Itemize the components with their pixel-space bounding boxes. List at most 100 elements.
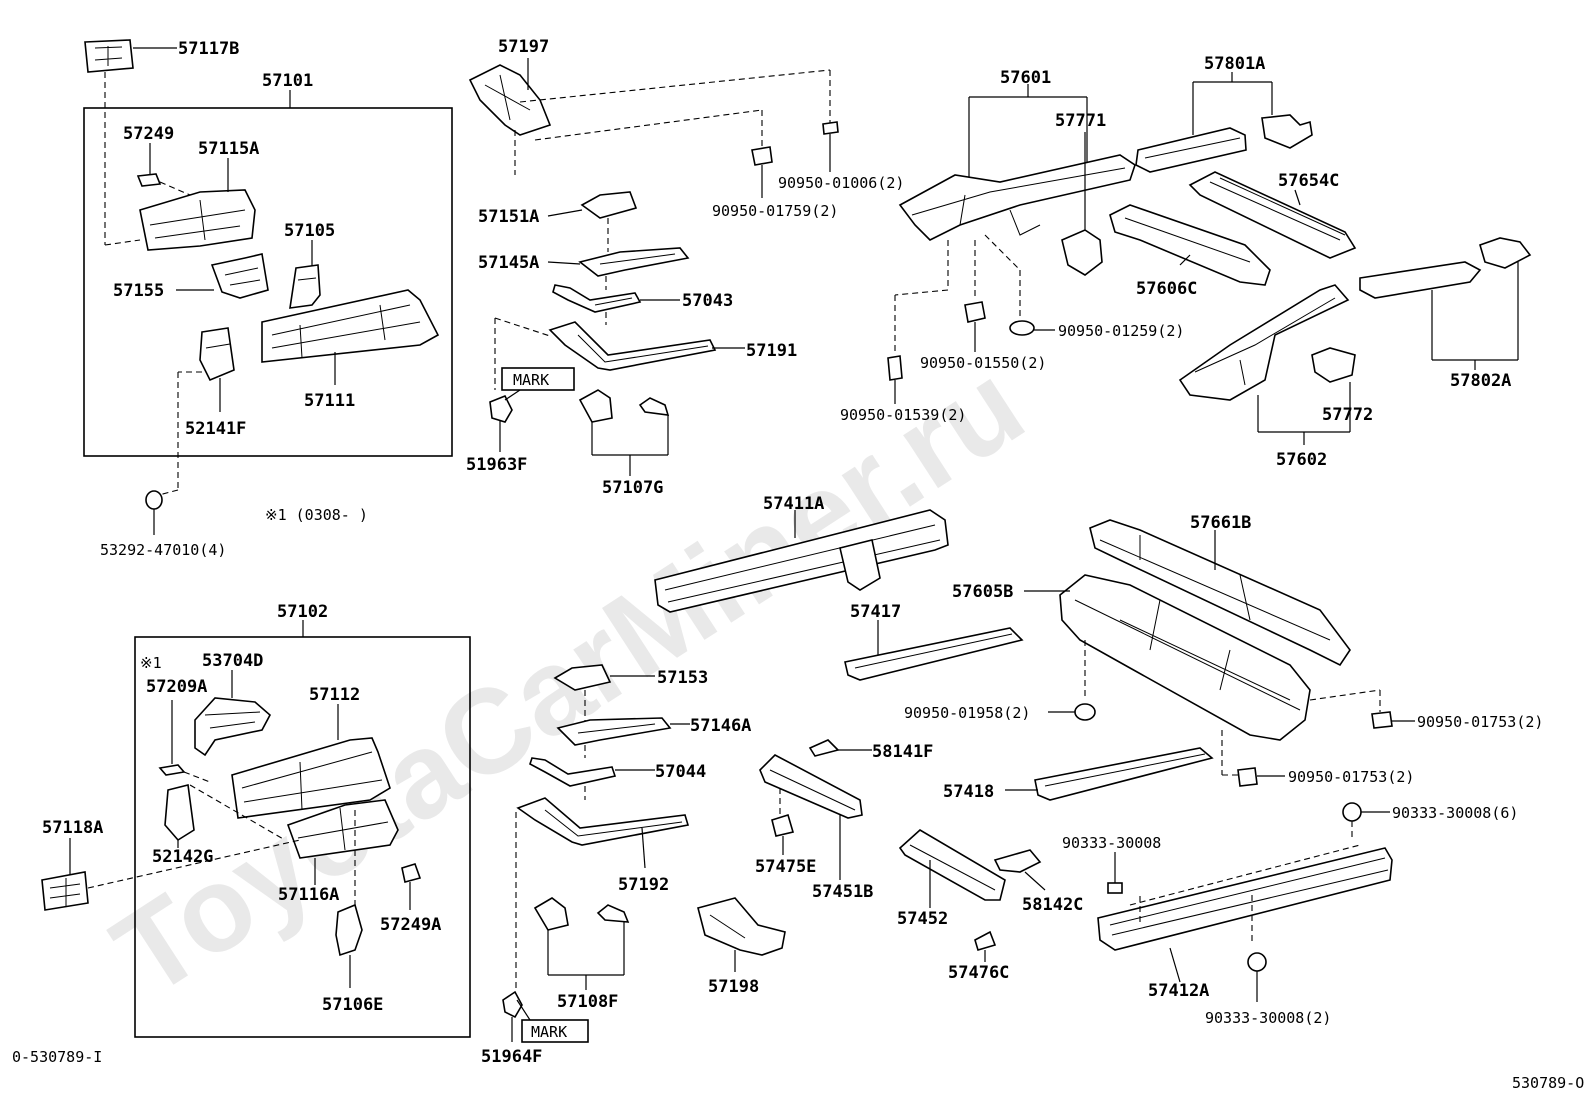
part-57191: [548, 321, 717, 371]
label-90950-01006: 90950-01006(2): [778, 174, 904, 192]
label-57602: 57602: [1276, 450, 1327, 470]
mark-label-2: MARK: [531, 1023, 567, 1041]
label-57771: 57771: [1055, 111, 1106, 131]
label-57107G: 57107G: [602, 478, 663, 498]
label-51963F: 51963F: [466, 455, 527, 475]
label-57118A: 57118A: [42, 818, 103, 838]
label-57115A: 57115A: [198, 139, 259, 159]
part-57417: [844, 627, 1024, 681]
label-90950-01958: 90950-01958(2): [904, 704, 1030, 722]
label-57601: 57601: [1000, 68, 1051, 88]
part-57118A: [41, 871, 89, 911]
part-57106E: [335, 903, 363, 957]
label-57043: 57043: [682, 291, 733, 311]
part-57412A: [1097, 847, 1393, 951]
label-51964F: 51964F: [481, 1047, 542, 1067]
footer-left: 0-530789-I: [12, 1048, 102, 1066]
label-57044: 57044: [655, 762, 706, 782]
label-57198: 57198: [708, 977, 759, 997]
part-57108F-a: [533, 897, 569, 931]
part-57112: [231, 737, 391, 819]
part-57197: [468, 64, 552, 136]
part-51964F: [502, 990, 523, 1019]
part-90950-01006: [822, 121, 839, 135]
label-57476C: 57476C: [948, 963, 1009, 983]
label-57117B: 57117B: [178, 39, 239, 59]
part-57606C: [1109, 204, 1271, 286]
part-90333-30008-c: [1247, 952, 1267, 972]
part-57151A: [580, 191, 638, 219]
part-90950-01753-b: [1237, 767, 1258, 787]
label-57155: 57155: [113, 281, 164, 301]
label-57249: 57249: [123, 124, 174, 144]
label-57605B: 57605B: [952, 582, 1013, 602]
label-57146A: 57146A: [690, 716, 751, 736]
label-57801A: 57801A: [1204, 54, 1265, 74]
part-58141F: [808, 739, 840, 757]
label-57108F: 57108F: [557, 992, 618, 1012]
part-57802A-b: [1479, 237, 1532, 269]
part-57411A: [654, 509, 949, 613]
part-57153: [553, 664, 612, 691]
note-date: ※1 (0308- ): [265, 506, 368, 524]
label-57661B: 57661B: [1190, 513, 1251, 533]
part-labels: 57117B 57101 57249 57115A 57105 57155 57…: [42, 37, 1543, 1067]
label-57411A: 57411A: [763, 494, 824, 514]
part-57418: [1034, 747, 1214, 801]
part-90950-01259: [1009, 320, 1035, 336]
label-58141F: 58141F: [872, 742, 933, 762]
part-57476C: [974, 930, 997, 951]
part-58142C: [993, 849, 1042, 873]
label-57106E: 57106E: [322, 995, 383, 1015]
part-57451B: [759, 754, 863, 819]
part-90950-01958: [1074, 703, 1096, 721]
part-57475E: [771, 813, 795, 837]
part-57192: [516, 797, 690, 846]
part-57116A: [286, 799, 399, 859]
label-90950-01759: 90950-01759(2): [712, 202, 838, 220]
part-57654C: [1188, 171, 1357, 259]
part-53292: [145, 490, 163, 510]
footer-right: 530789-O: [1512, 1074, 1584, 1092]
part-90333-30008-a: [1342, 802, 1362, 822]
part-57145A: [578, 247, 690, 277]
part-57661B: [1089, 519, 1351, 667]
part-57155: [210, 253, 269, 299]
label-57772: 57772: [1322, 405, 1373, 425]
group-box-57101: [83, 107, 453, 457]
label-90950-01259: 90950-01259(2): [1058, 322, 1184, 340]
part-57605B: [1059, 574, 1311, 741]
label-57102: 57102: [277, 602, 328, 622]
label-57249A: 57249A: [380, 915, 441, 935]
label-57417: 57417: [850, 602, 901, 622]
part-57801A-b: [1261, 114, 1313, 149]
label-90333-30008-b: 90333-30008: [1062, 834, 1161, 852]
part-57802A-a: [1359, 261, 1482, 299]
label-57654C: 57654C: [1278, 171, 1339, 191]
part-53704D: [194, 697, 272, 757]
label-57101: 57101: [262, 71, 313, 91]
part-57146A: [556, 717, 672, 746]
label-57418: 57418: [943, 782, 994, 802]
part-57601: [898, 154, 1136, 241]
label-90950-01753-b: 90950-01753(2): [1288, 768, 1414, 786]
label-57191: 57191: [746, 341, 797, 361]
part-57044: [529, 757, 617, 787]
label-52142G: 52142G: [152, 847, 213, 867]
part-90950-01753-a: [1371, 711, 1393, 729]
label-90950-01539: 90950-01539(2): [840, 406, 966, 424]
part-57771: [1061, 229, 1103, 276]
part-57602: [1178, 284, 1350, 401]
part-57111: [261, 289, 440, 363]
label-57151A: 57151A: [478, 207, 539, 227]
label-57197: 57197: [498, 37, 549, 57]
part-57107G-b: [638, 397, 670, 416]
note-mark-1: ※1: [140, 654, 162, 672]
label-57105: 57105: [284, 221, 335, 241]
part-57249A: [401, 863, 422, 883]
label-53704D: 53704D: [202, 651, 263, 671]
label-57111: 57111: [304, 391, 355, 411]
label-57802A: 57802A: [1450, 371, 1511, 391]
